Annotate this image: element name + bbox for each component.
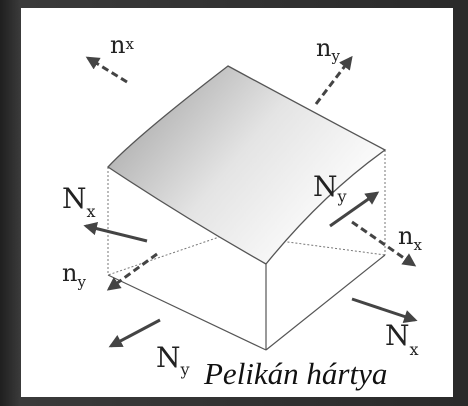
Ny-right-arrow <box>329 191 380 228</box>
Ny-bottom-arrow <box>108 318 161 348</box>
label-nx-right: nx <box>398 222 422 254</box>
Nx-bottom-arrow <box>351 297 418 323</box>
label-nx-top: nx <box>110 31 134 59</box>
force-labels: nx ny Nx Ny nx ny Ny Nx <box>62 31 422 379</box>
label-ny-top: ny <box>316 34 340 65</box>
membrane-surface <box>106 65 387 265</box>
label-Nx-bottom: Nx <box>385 319 419 359</box>
Nx-left-arrow <box>83 222 148 243</box>
label-Ny-right: Ny <box>313 170 347 206</box>
label-ny-left: ny <box>62 259 86 291</box>
ny-left-arrow <box>106 252 158 291</box>
nx-right-arrow <box>351 220 417 267</box>
tangential-force-arrows <box>83 191 418 348</box>
normal-force-arrows <box>85 55 417 291</box>
caption: Pelikán hártya <box>204 356 388 391</box>
label-Nx-left: Nx <box>62 182 96 221</box>
nx-top-arrow <box>85 56 128 84</box>
ny-top-arrow <box>314 55 353 105</box>
label-Ny-bottom: Ny <box>156 341 190 379</box>
box-front-edges <box>107 254 386 351</box>
